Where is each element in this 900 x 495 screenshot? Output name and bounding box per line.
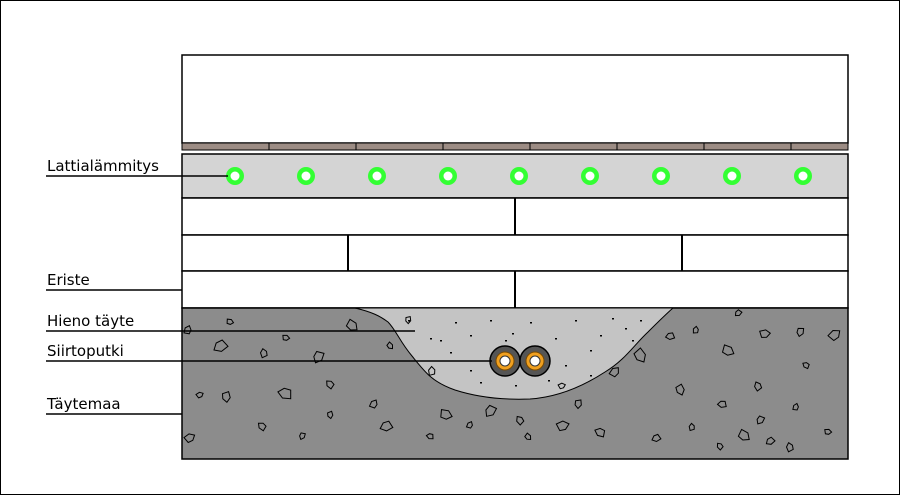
heating-pipe xyxy=(652,167,670,185)
heating-pipe xyxy=(723,167,741,185)
stone xyxy=(368,399,378,409)
floor-covering xyxy=(181,142,849,151)
stone xyxy=(379,420,394,432)
stone xyxy=(345,318,358,331)
label-floor-heating: Lattialämmitys xyxy=(47,157,159,175)
stone xyxy=(465,421,473,429)
stone xyxy=(524,432,532,441)
stone xyxy=(716,442,724,451)
heating-pipe xyxy=(581,167,599,185)
stone xyxy=(313,350,325,364)
heating-pipe xyxy=(439,167,457,185)
stone xyxy=(440,409,453,420)
stone xyxy=(428,365,436,376)
stone xyxy=(259,347,268,359)
stone xyxy=(796,327,805,338)
stone xyxy=(405,315,412,325)
transfer-pipe-left xyxy=(489,345,521,377)
heating-pipe xyxy=(794,167,812,185)
heating-pipe xyxy=(510,167,528,185)
stone xyxy=(326,380,335,390)
stone xyxy=(765,436,776,445)
stone xyxy=(282,334,291,341)
stone xyxy=(213,339,229,352)
stone xyxy=(802,362,810,370)
stone xyxy=(277,387,292,400)
label-fill-soil: Täytemaa xyxy=(46,395,121,413)
label-transfer-pipe: Siirtoputki xyxy=(47,342,124,360)
stone xyxy=(574,399,582,410)
stone xyxy=(386,341,393,350)
stone xyxy=(792,402,799,411)
stone xyxy=(633,347,646,363)
stone xyxy=(221,390,231,404)
stone xyxy=(716,400,727,408)
stone xyxy=(675,383,685,396)
stone xyxy=(327,410,334,420)
heating-pipe xyxy=(368,167,386,185)
stone xyxy=(425,433,434,440)
label-insulation: Eriste xyxy=(47,271,90,289)
heating-pipe xyxy=(297,167,315,185)
heating-pipe xyxy=(226,167,244,185)
stone xyxy=(651,433,662,443)
stone xyxy=(594,427,606,438)
leader-lines xyxy=(46,175,492,415)
stone xyxy=(257,422,267,432)
stone xyxy=(737,428,750,441)
fill-soil-stones xyxy=(183,309,841,453)
stone xyxy=(734,309,743,317)
fine-fill-grains xyxy=(408,318,642,387)
stone xyxy=(721,344,735,356)
insulation-layer xyxy=(181,197,849,309)
room-space xyxy=(181,54,849,144)
stone xyxy=(827,329,841,342)
transfer-pipe-right xyxy=(519,345,551,377)
stone xyxy=(756,415,766,425)
stone xyxy=(485,404,498,417)
stone xyxy=(226,318,235,325)
stone xyxy=(195,391,204,399)
stone xyxy=(664,332,676,341)
floor-heating-pipes xyxy=(226,167,812,185)
stone xyxy=(754,381,763,392)
stone xyxy=(183,433,196,444)
stone xyxy=(688,422,695,432)
stone xyxy=(299,432,306,441)
stone xyxy=(692,325,699,334)
stone xyxy=(516,415,525,426)
stone xyxy=(785,441,794,453)
transfer-pipes xyxy=(489,345,551,377)
stone xyxy=(557,382,567,390)
stone xyxy=(608,367,619,378)
stone xyxy=(824,428,833,435)
stone xyxy=(555,420,570,432)
stone xyxy=(759,329,772,338)
label-fine-fill: Hieno täyte xyxy=(47,312,134,330)
